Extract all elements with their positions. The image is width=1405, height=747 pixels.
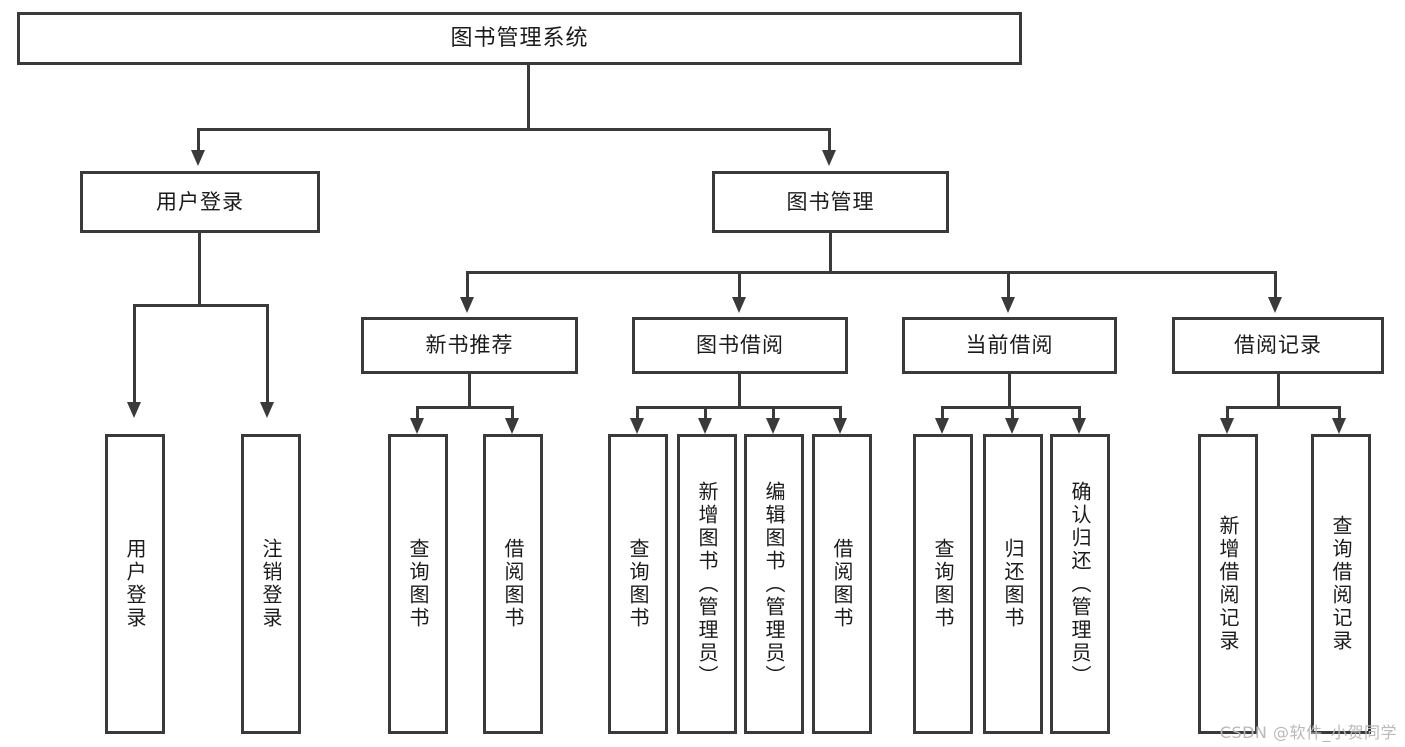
connector-br-drop-1 (1226, 406, 1229, 422)
connector-current-borrow-distributor (941, 406, 1078, 409)
node-borrow-record[interactable]: 借阅记录 (1172, 317, 1384, 374)
leaf-bb-borrow-book[interactable]: 借阅图书 (812, 434, 872, 734)
node-label: 归还图书 (1001, 538, 1025, 630)
connector-br-drop-2 (1338, 406, 1341, 422)
connector-new-book-recommend-stem (468, 374, 471, 408)
connector-bb-drop-1 (636, 406, 639, 422)
connector-bm-drop-2 (738, 271, 741, 299)
connector-bm-drop-4 (1274, 271, 1277, 299)
arrowhead-bm-to-current-borrow (1001, 297, 1015, 313)
connector-bm-drop-3 (1007, 271, 1010, 299)
leaf-bb-query-book[interactable]: 查询图书 (608, 434, 668, 734)
leaf-nbr-borrow-book[interactable]: 借阅图书 (483, 434, 543, 734)
arrowhead-root-to-user-login (191, 150, 205, 166)
arrowhead-bm-to-book-borrow (732, 297, 746, 313)
node-label: 新书推荐 (425, 333, 514, 358)
connector-root-to-user-login (197, 128, 200, 152)
connector-nbr-drop-1 (416, 406, 419, 422)
connector-current-borrow-stem (1008, 374, 1011, 408)
node-label: 新增图书（管理员） (695, 480, 719, 688)
node-label: 查询图书 (931, 538, 955, 630)
node-root-book-management-system[interactable]: 图书管理系统 (17, 12, 1022, 65)
leaf-br-add-record[interactable]: 新增借阅记录 (1198, 434, 1258, 734)
leaf-br-query-record[interactable]: 查询借阅记录 (1311, 434, 1371, 734)
node-label: 借阅记录 (1234, 333, 1322, 358)
node-current-borrow[interactable]: 当前借阅 (902, 317, 1117, 374)
node-label: 确认归还（管理员） (1068, 480, 1092, 688)
node-book-management[interactable]: 图书管理 (712, 171, 949, 233)
arrowhead-bb-leaf-4 (833, 418, 847, 434)
connector-nbr-drop-2 (511, 406, 514, 422)
node-label: 注销登录 (259, 538, 283, 630)
leaf-nbr-query-book[interactable]: 查询图书 (388, 434, 448, 734)
node-label: 图书借阅 (696, 333, 784, 358)
node-label: 当前借阅 (965, 333, 1054, 358)
node-label: 用户登录 (123, 538, 147, 630)
arrowhead-bb-leaf-3 (766, 418, 780, 434)
node-label: 新增借阅记录 (1216, 515, 1240, 653)
node-label: 借阅图书 (501, 538, 525, 630)
connector-book-borrow-stem (738, 374, 741, 408)
leaf-bb-add-book-admin[interactable]: 新增图书（管理员） (677, 434, 737, 734)
connector-user-login-drop-2 (266, 304, 269, 404)
node-label: 用户登录 (156, 189, 244, 214)
connector-root-to-book-management (828, 128, 831, 152)
connector-borrow-record-distributor (1226, 406, 1341, 409)
connector-root-distributor (197, 128, 831, 131)
node-book-borrow[interactable]: 图书借阅 (632, 317, 848, 374)
leaf-user-login-login[interactable]: 用户登录 (105, 434, 165, 734)
node-label: 借阅图书 (830, 538, 854, 630)
arrowhead-cb-leaf-1 (935, 418, 949, 434)
connector-bb-drop-4 (839, 406, 842, 422)
connector-cb-drop-2 (1011, 406, 1014, 422)
arrowhead-nbr-leaf-2 (505, 418, 519, 434)
arrowhead-nbr-leaf-1 (410, 418, 424, 434)
arrowhead-bb-leaf-1 (630, 418, 644, 434)
node-label: 查询图书 (406, 538, 430, 630)
connector-user-login-stem (198, 233, 201, 305)
connector-user-login-drop-1 (133, 304, 136, 404)
node-label: 查询图书 (626, 538, 650, 630)
arrowhead-bm-to-new-book-recommend (460, 297, 474, 313)
arrowhead-cb-leaf-3 (1072, 418, 1086, 434)
connector-bm-drop-1 (466, 271, 469, 299)
leaf-cb-confirm-return-admin[interactable]: 确认归还（管理员） (1050, 434, 1110, 734)
connector-book-management-stem (829, 233, 832, 272)
connector-user-login-distributor (133, 304, 269, 307)
arrowhead-br-leaf-1 (1220, 418, 1234, 434)
connector-borrow-record-stem (1277, 374, 1280, 408)
connector-book-borrow-distributor (636, 406, 842, 409)
connector-root-stem (527, 65, 530, 128)
leaf-cb-return-book[interactable]: 归还图书 (983, 434, 1043, 734)
connector-cb-drop-3 (1078, 406, 1081, 422)
arrowhead-user-login-leaf-1 (127, 402, 141, 418)
node-label: 图书管理 (786, 189, 875, 214)
node-new-book-recommend[interactable]: 新书推荐 (361, 317, 578, 374)
arrowhead-bm-to-borrow-record (1268, 297, 1282, 313)
leaf-user-login-logout[interactable]: 注销登录 (241, 434, 301, 734)
arrowhead-root-to-book-management (822, 150, 836, 166)
node-label: 编辑图书（管理员） (762, 480, 786, 688)
leaf-bb-edit-book-admin[interactable]: 编辑图书（管理员） (744, 434, 804, 734)
arrowhead-br-leaf-2 (1332, 418, 1346, 434)
connector-book-management-distributor (466, 271, 1277, 274)
node-label: 图书管理系统 (450, 25, 589, 51)
node-label: 查询借阅记录 (1329, 515, 1353, 653)
node-user-login[interactable]: 用户登录 (80, 171, 320, 233)
arrowhead-bb-leaf-2 (698, 418, 712, 434)
connector-bb-drop-3 (772, 406, 775, 422)
arrowhead-user-login-leaf-2 (260, 402, 274, 418)
leaf-cb-query-book[interactable]: 查询图书 (913, 434, 973, 734)
connector-cb-drop-1 (941, 406, 944, 422)
connector-bb-drop-2 (704, 406, 707, 422)
connector-new-book-recommend-distributor (416, 406, 514, 409)
arrowhead-cb-leaf-2 (1005, 418, 1019, 434)
